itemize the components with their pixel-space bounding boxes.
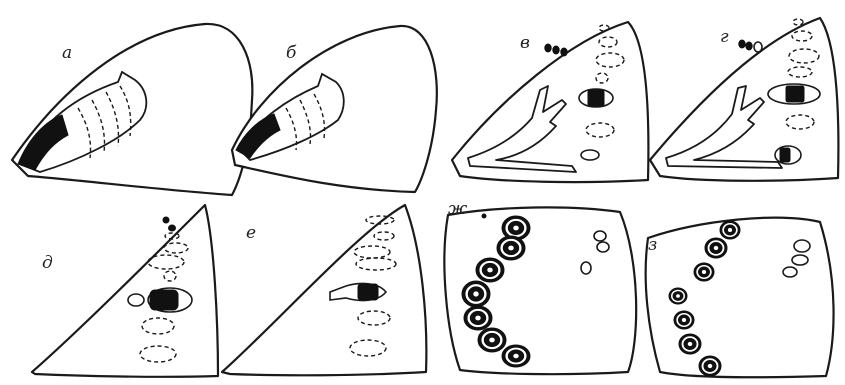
wing-panel-zh: ж (444, 199, 636, 374)
wing-panel-z: з (646, 218, 834, 378)
spot (545, 44, 551, 52)
eyespot (464, 306, 492, 330)
eyespot (679, 334, 701, 354)
spot (169, 225, 176, 231)
spot (482, 214, 486, 218)
eyespot (699, 356, 721, 376)
panel-label: а (62, 43, 72, 63)
wing-panel-v: в (452, 22, 648, 182)
eyespot (768, 84, 820, 104)
marginal-ring (599, 25, 609, 31)
panel-label: б (286, 43, 297, 63)
white-spot (754, 42, 762, 52)
eyespot (674, 311, 694, 329)
white-spot (581, 150, 599, 160)
eyespot (720, 221, 740, 239)
wing-panel-d: д (32, 205, 218, 377)
panel-label: е (246, 223, 256, 243)
eyespot (669, 288, 687, 304)
panel-label: ж (448, 199, 468, 219)
eyespot (476, 258, 504, 282)
panel-label: з (648, 235, 657, 255)
white-spot (597, 242, 609, 252)
wing-panel-a: а (12, 24, 252, 195)
marginal-ring (793, 19, 803, 25)
eyespot (579, 89, 613, 107)
wing-outline (32, 205, 218, 377)
eyespot (478, 328, 506, 352)
eyespot (462, 281, 490, 307)
wing-panel-b: б (232, 26, 437, 192)
spot (553, 46, 559, 54)
white-spot (792, 255, 808, 265)
spot (163, 217, 169, 223)
wing-panel-g: г (650, 18, 838, 181)
panel-label: д (42, 253, 53, 273)
wing-outline (232, 26, 437, 192)
spot (561, 48, 567, 56)
eyespot (775, 146, 801, 164)
eyespot (497, 236, 525, 260)
eyespot (694, 263, 714, 281)
eyespot (705, 238, 727, 258)
white-spot (794, 240, 810, 252)
panel-label: в (520, 33, 530, 53)
white-spot (581, 262, 591, 274)
panel-label: г (720, 27, 729, 47)
spot (739, 40, 745, 48)
white-spot (594, 231, 606, 241)
white-spot (783, 267, 797, 277)
wing-panel-e: е (222, 205, 426, 375)
eyespot (502, 345, 530, 367)
spot (746, 42, 752, 50)
